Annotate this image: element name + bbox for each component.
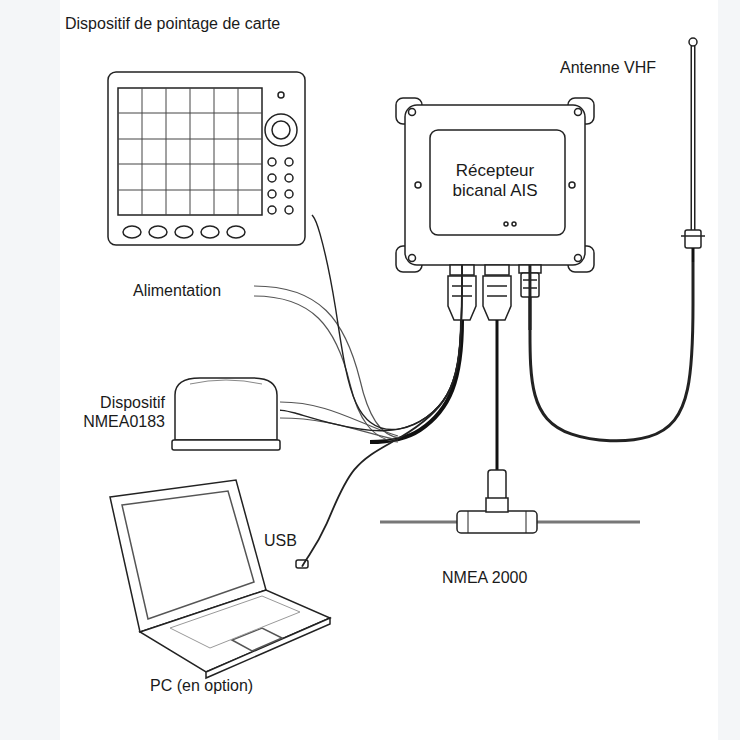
network-label: NMEA 2000: [440, 568, 529, 587]
side-band: [0, 0, 60, 740]
pc-label: PC (en option): [150, 676, 298, 695]
nmea0183-wires: [280, 402, 398, 440]
cable: [530, 262, 693, 441]
cable-label: USB: [262, 531, 299, 550]
device-heading: Dispositif de pointage de carte: [65, 14, 305, 33]
chart-plotter: Dispositif de pointage de carte: [60, 12, 312, 250]
nmea0183-device: Dispositif NMEA0183: [62, 375, 280, 455]
laptop-pc: PC (en option): [95, 470, 302, 700]
nmea0183-drawing: [172, 378, 280, 450]
side-band: [718, 0, 740, 740]
receiver-label: Récepteur bicanal AIS: [430, 161, 560, 202]
cable: [302, 265, 462, 567]
antenna-drawing: [681, 38, 705, 262]
receiver-housing: [396, 98, 594, 272]
device-label: Dispositif NMEA0183: [62, 393, 165, 431]
antenna-label: Antenne VHF: [560, 58, 688, 77]
laptop-drawing: [110, 480, 330, 678]
plotter-drawing: [108, 72, 305, 245]
wire-label: Alimentation: [131, 281, 223, 300]
nmea2000-network: [380, 320, 640, 533]
vhf-antenna: Antenne VHF: [555, 35, 715, 262]
ais-receiver: Récepteur bicanal AIS: [405, 105, 585, 265]
cable: [280, 265, 462, 431]
cable: [312, 215, 462, 430]
